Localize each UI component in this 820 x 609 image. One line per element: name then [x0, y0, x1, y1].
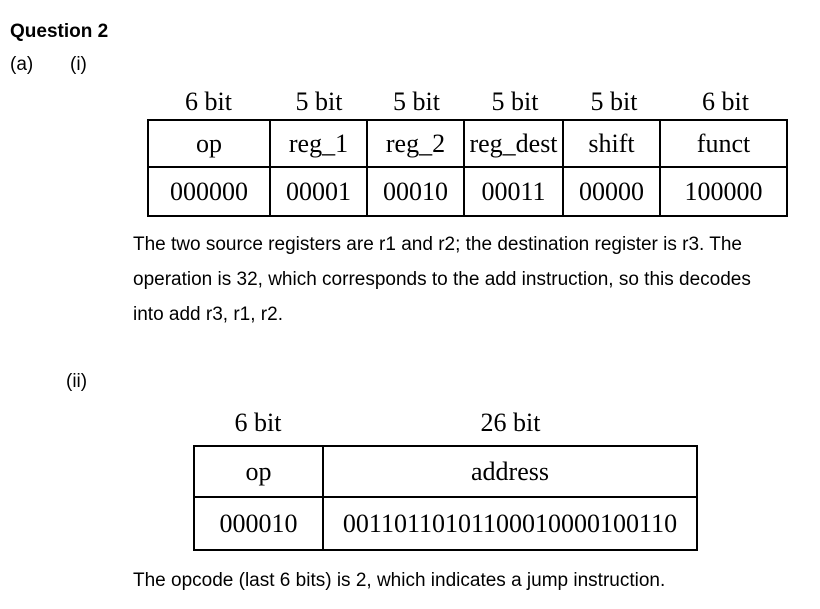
jtype-value-cell: 000010	[195, 498, 324, 549]
jtype-bit-label-row: 6 bit 26 bit	[193, 409, 698, 437]
rtype-bit-label: 5 bit	[491, 87, 539, 116]
jtype-value-cell: 00110110101100010000100110	[342, 508, 678, 538]
jtype-explanation: The opcode (last 6 bits) is 2, which ind…	[133, 570, 666, 591]
rtype-instruction-table: op reg_1 reg_2 reg_dest shift funct 0000…	[147, 119, 788, 217]
jtype-bit-label: 6 bit	[234, 408, 282, 437]
rtype-bit-label: 6 bit	[185, 87, 232, 116]
rtype-bit-label: 6 bit	[702, 87, 749, 116]
jtype-field-cell: address	[324, 447, 696, 498]
rtype-field-cell: reg_dest	[465, 121, 564, 168]
rtype-explanation-line: operation is 32, which corresponds to th…	[133, 269, 751, 290]
jtype-bit-label: 26 bit	[480, 408, 541, 437]
rtype-explanation-line: The two source registers are r1 and r2; …	[133, 234, 743, 255]
jtype-field-cell: op	[195, 447, 324, 498]
rtype-value-cell: 00010	[368, 168, 465, 215]
rtype-field-cell: reg_2	[368, 121, 465, 168]
rtype-field-cell: op	[149, 121, 271, 168]
rtype-explanation-line: into add r3, r1, r2.	[133, 304, 283, 325]
rtype-field-cell: reg_1	[271, 121, 368, 168]
jtype-instruction-table: op address 000010 0011011010110001000010…	[193, 445, 698, 551]
rtype-explanation: The two source registers are r1 and r2; …	[133, 227, 751, 332]
subpart-ii-label: (ii)	[66, 371, 88, 392]
rtype-value-cell: 00001	[271, 168, 368, 215]
rtype-field-cell: shift	[564, 121, 661, 168]
rtype-value-cell: 000000	[149, 168, 271, 215]
subpart-i-label: (i)	[70, 54, 87, 75]
rtype-bit-label: 5 bit	[393, 87, 440, 116]
rtype-bit-label: 5 bit	[295, 87, 343, 116]
question-title: Question 2	[10, 21, 109, 42]
part-a-label: (a)	[10, 54, 34, 75]
rtype-value-cell: 00011	[465, 168, 564, 215]
rtype-field-cell: funct	[661, 121, 786, 168]
rtype-bit-label-row: 6 bit 5 bit 5 bit 5 bit 5 bit 6 bit	[147, 88, 788, 116]
rtype-value-cell: 00000	[564, 168, 661, 215]
rtype-value-cell: 100000	[684, 176, 763, 206]
rtype-bit-label: 5 bit	[590, 87, 638, 116]
